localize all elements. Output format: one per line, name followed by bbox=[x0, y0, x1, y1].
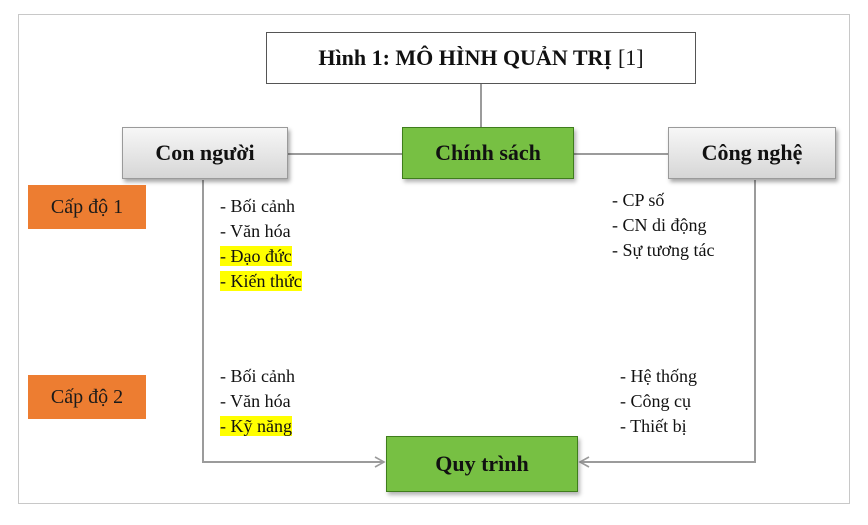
node-technology: Công nghệ bbox=[668, 127, 836, 179]
node-policy-label: Chính sách bbox=[435, 140, 541, 165]
list-item: - Kiến thức bbox=[220, 271, 302, 291]
people-level-2-list: - Bối cảnh - Văn hóa - Kỹ năng bbox=[220, 364, 295, 439]
diagram-title: Hình 1: MÔ HÌNH QUẢN TRỊ [1] bbox=[266, 32, 696, 84]
diagram-title-text: Hình 1: MÔ HÌNH QUẢN TRỊ bbox=[318, 45, 612, 70]
level-1-label: Cấp độ 1 bbox=[50, 195, 124, 218]
people-level-1-list: - Bối cảnh - Văn hóa - Đạo đức - Kiến th… bbox=[220, 194, 302, 294]
list-item: - Kỹ năng bbox=[220, 416, 292, 436]
list-item: - CP số bbox=[612, 190, 665, 210]
node-technology-label: Công nghệ bbox=[701, 140, 803, 165]
diagram-title-reference: [1] bbox=[617, 45, 644, 70]
list-item: - CN di động bbox=[612, 215, 707, 235]
level-2-label: Cấp độ 2 bbox=[50, 385, 124, 408]
list-item: - Thiết bị bbox=[620, 416, 687, 436]
list-item: - Văn hóa bbox=[220, 221, 291, 241]
list-item: - Sự tương tác bbox=[612, 240, 715, 260]
node-policy: Chính sách bbox=[402, 127, 574, 179]
list-item: - Bối cảnh bbox=[220, 366, 295, 386]
node-people-label: Con người bbox=[155, 140, 255, 165]
list-item: - Công cụ bbox=[620, 391, 691, 411]
level-1-badge: Cấp độ 1 bbox=[28, 185, 146, 229]
list-item: - Hệ thống bbox=[620, 366, 697, 386]
list-item: - Bối cảnh bbox=[220, 196, 295, 216]
node-people: Con người bbox=[122, 127, 288, 179]
diagram-frame bbox=[18, 14, 850, 504]
level-2-badge: Cấp độ 2 bbox=[28, 375, 146, 419]
technology-to-process-arrow bbox=[578, 180, 756, 468]
node-process: Quy trình bbox=[386, 436, 578, 492]
technology-level-1-list: - CP số - CN di động - Sự tương tác bbox=[612, 188, 715, 263]
list-item: - Đạo đức bbox=[220, 246, 292, 266]
technology-level-2-list: - Hệ thống - Công cụ - Thiết bị bbox=[620, 364, 697, 439]
list-item: - Văn hóa bbox=[220, 391, 291, 411]
people-to-process-arrow bbox=[202, 180, 386, 468]
node-process-label: Quy trình bbox=[435, 451, 529, 476]
